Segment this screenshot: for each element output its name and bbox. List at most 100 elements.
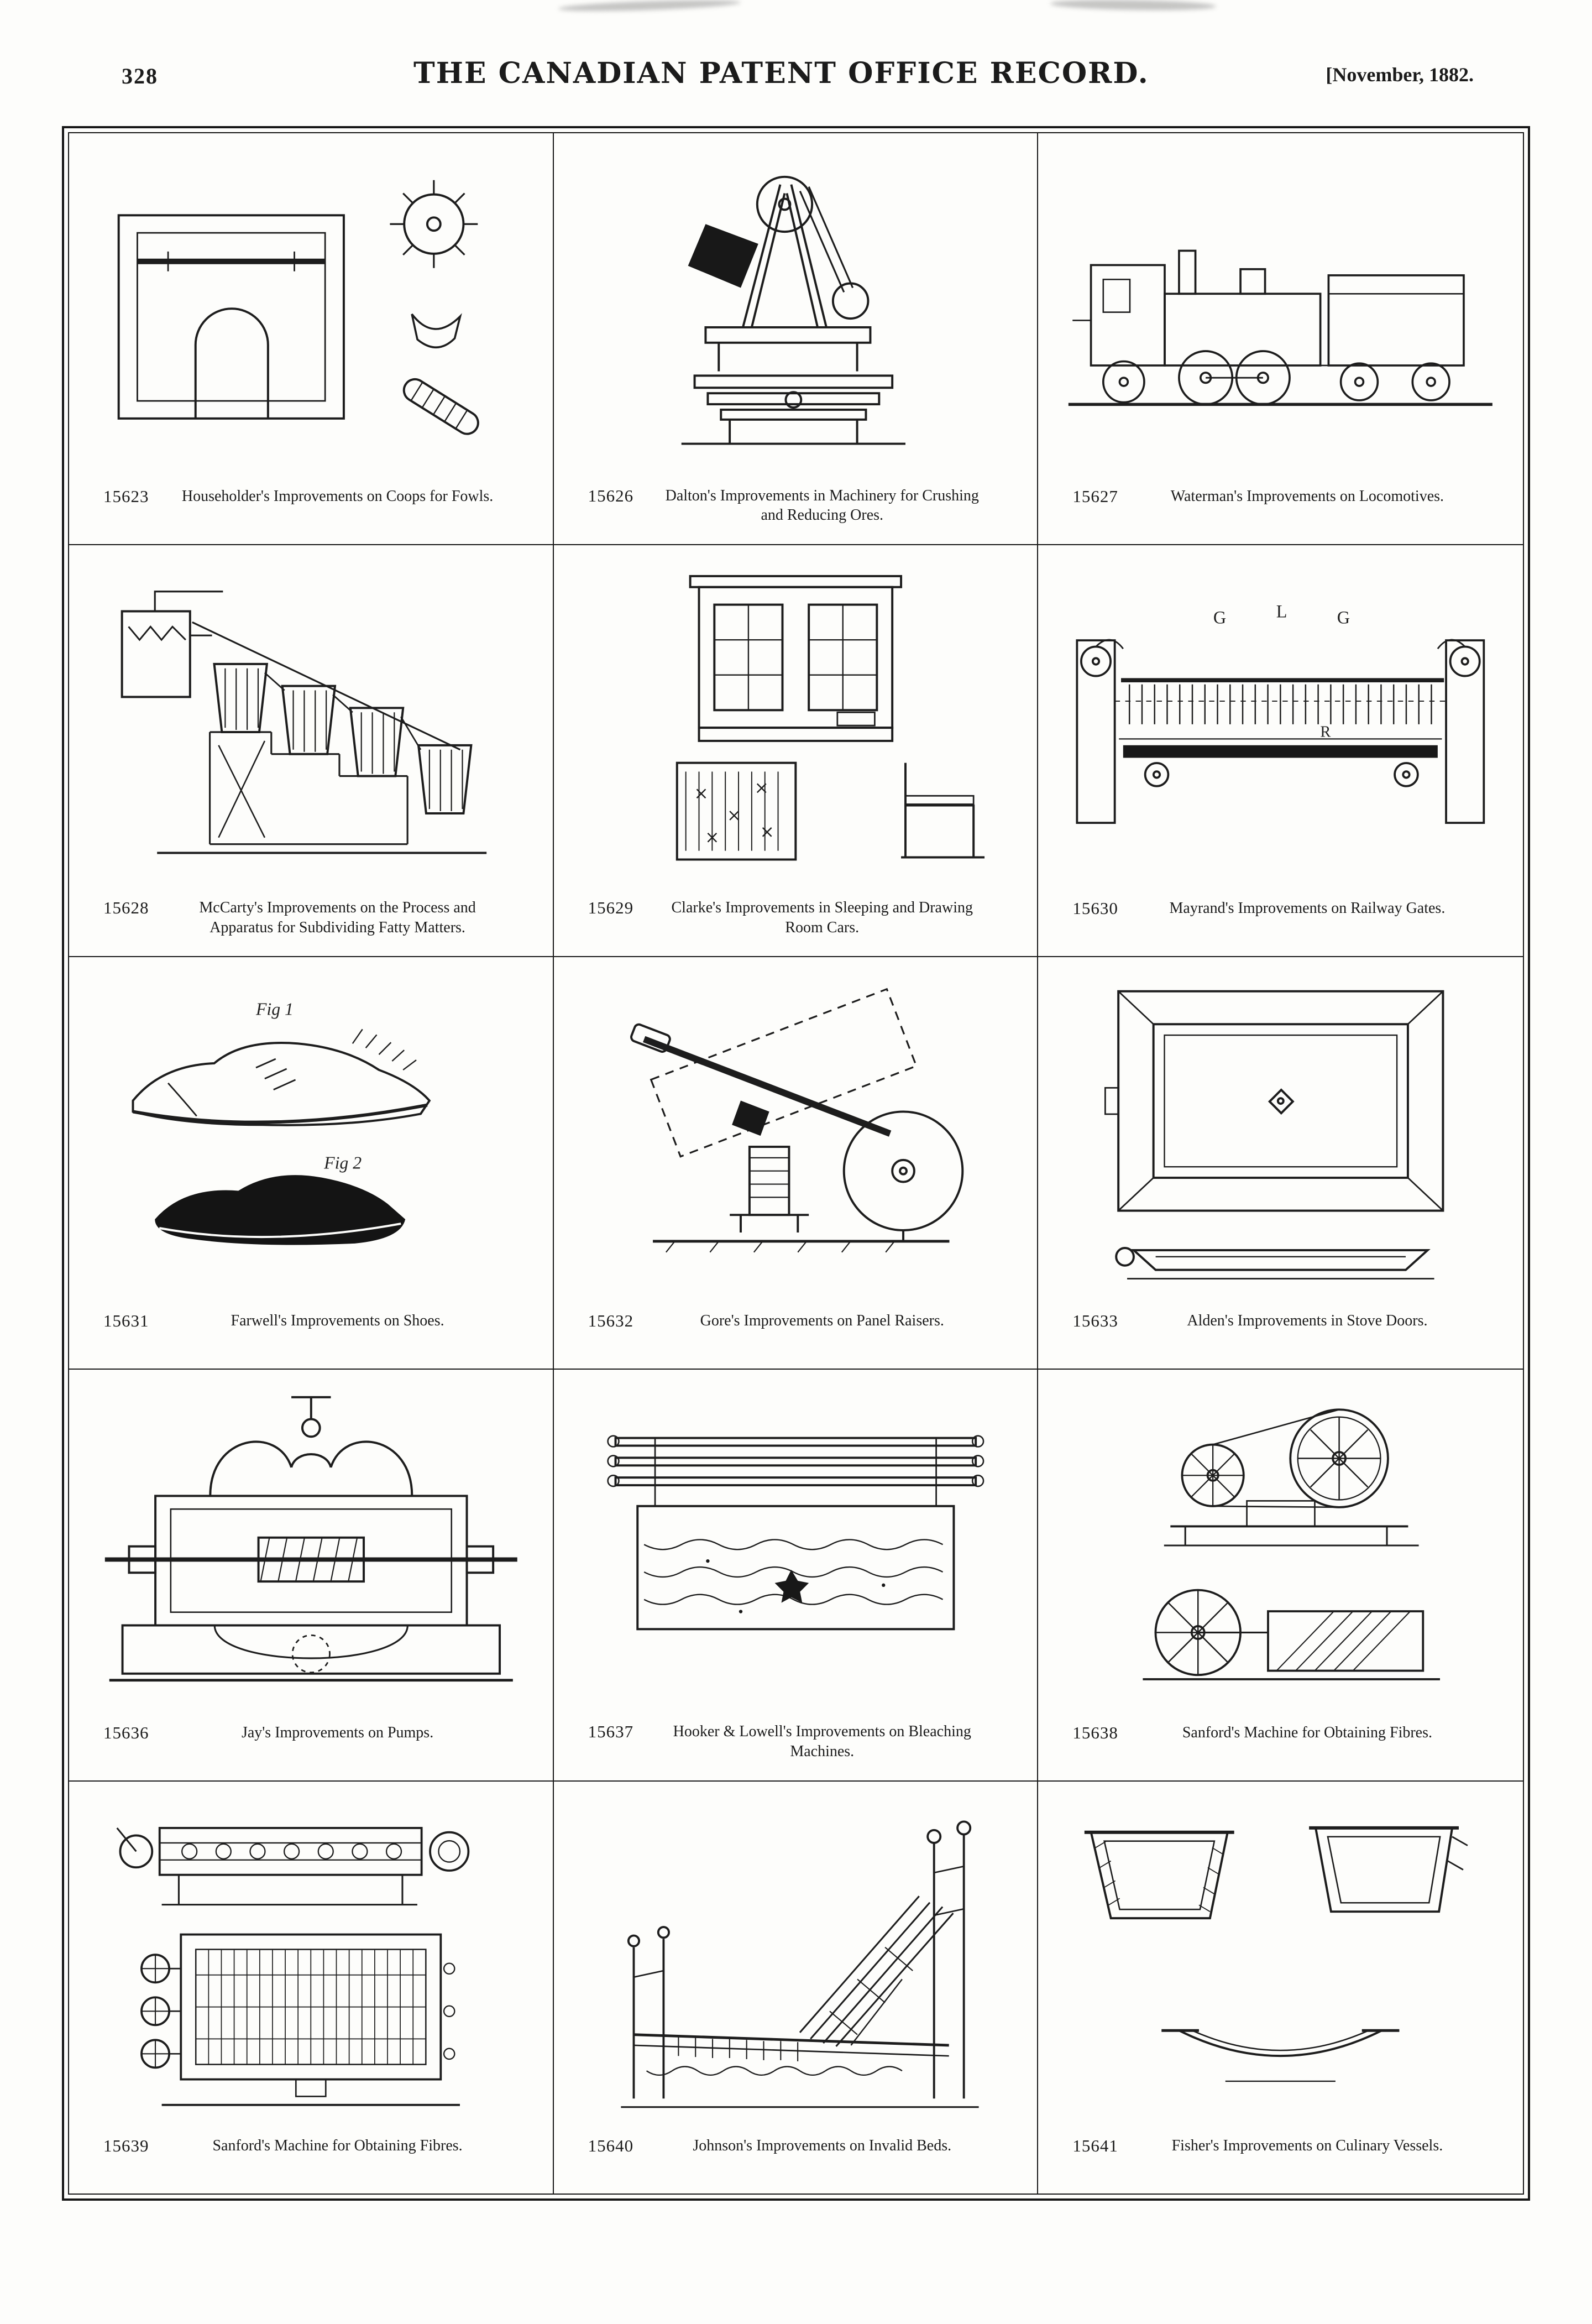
patent-figure <box>1038 957 1523 1306</box>
panel-raiser-illustration <box>630 988 963 1253</box>
patent-number: 15633 <box>1072 1310 1118 1330</box>
figure-label: L <box>1276 602 1287 622</box>
patent-figure <box>69 1782 553 2132</box>
patent-caption: 15633 Alden's Improvements in Stove Door… <box>1038 1307 1523 1369</box>
patent-title: Gore's Improvements on Panel Raisers. <box>700 1312 944 1329</box>
patent-cell: 15632 Gore's Improvements on Panel Raise… <box>553 957 1039 1370</box>
patent-cell: 15623 Householder's Improvements on Coop… <box>69 133 554 546</box>
patent-number: 15626 <box>588 485 634 505</box>
patent-figure <box>554 957 1038 1306</box>
patent-figure <box>554 1370 1038 1718</box>
patent-figure <box>554 545 1038 894</box>
patent-cell: 15638 Sanford's Machine for Obtaining Fi… <box>1038 1370 1523 1782</box>
figure-label: G <box>1213 608 1226 628</box>
patent-caption: 15637 Hooker & Lowell's Improvements on … <box>554 1717 1038 1780</box>
patent-title: Fisher's Improvements on Culinary Vessel… <box>1171 2137 1443 2154</box>
patent-number: 15632 <box>588 1310 634 1330</box>
patent-number: 15640 <box>588 2136 634 2155</box>
patent-caption: 15641 Fisher's Improvements on Culinary … <box>1038 2132 1523 2194</box>
patent-title: Hooker & Lowell's Improvements on Bleach… <box>673 1723 971 1760</box>
patent-caption: 15628 McCarty's Improvements on the Proc… <box>69 894 553 957</box>
figure-label: Fig 1 <box>255 999 294 1019</box>
patent-title: Johnson's Improvements on Invalid Beds. <box>693 2137 952 2154</box>
patent-figure <box>69 133 553 482</box>
patent-caption: 15630 Mayrand's Improvements on Railway … <box>1038 894 1523 956</box>
patent-caption: 15639 Sanford's Machine for Obtaining Fi… <box>69 2132 553 2194</box>
figure-label: Fig 2 <box>323 1153 362 1173</box>
patent-figure <box>554 1782 1038 2132</box>
stove-door-illustration <box>1104 990 1444 1280</box>
patent-cell: 15629 Clarke's Improvements in Sleeping … <box>553 545 1039 958</box>
patent-cell: 15639 Sanford's Machine for Obtaining Fi… <box>69 1781 554 2194</box>
patent-title: McCarty's Improvements on the Process an… <box>199 899 476 936</box>
shoes-illustration: Fig 1 Fig 2 <box>132 999 431 1245</box>
bleaching-machine-illustration <box>606 1435 984 1631</box>
patent-cell: 15633 Alden's Improvements in Stove Door… <box>1038 957 1523 1370</box>
patent-number: 15627 <box>1072 487 1118 506</box>
culinary-vessels-illustration <box>1085 1826 1468 2082</box>
patent-title: Mayrand's Improvements on Railway Gates. <box>1169 900 1446 917</box>
patent-caption: 15640 Johnson's Improvements on Invalid … <box>554 2132 1038 2194</box>
sleeping-car-illustration <box>675 575 984 861</box>
ore-crushing-machine-illustration <box>681 175 905 445</box>
patent-number: 15623 <box>103 487 149 506</box>
patent-number: 15631 <box>103 1310 149 1330</box>
patent-title: Alden's Improvements in Stove Doors. <box>1187 1312 1428 1329</box>
fat-subdividing-apparatus-illustration <box>121 591 487 854</box>
patent-title: Dalton's Improvements in Machinery for C… <box>665 487 979 524</box>
patent-number: 15638 <box>1072 1722 1118 1742</box>
figure-label: R <box>1321 724 1331 741</box>
patent-title: Waterman's Improvements on Locomotives. <box>1170 488 1444 505</box>
patent-figure: Fig 1 Fig 2 <box>69 957 553 1306</box>
patent-cell: 15641 Fisher's Improvements on Culinary … <box>1038 1782 1523 2194</box>
patent-figure <box>1038 133 1523 482</box>
patent-caption: 15632 Gore's Improvements on Panel Raise… <box>554 1307 1038 1369</box>
patent-cell: 15637 Hooker & Lowell's Improvements on … <box>553 1369 1039 1782</box>
pump-illustration <box>104 1396 517 1681</box>
patent-caption: 15631 Farwell's Improvements on Shoes. <box>69 1307 553 1369</box>
patent-figure: G L G R <box>1038 545 1523 894</box>
patent-cell: 15628 McCarty's Improvements on the Proc… <box>69 545 554 958</box>
patent-cell: Fig 1 Fig 2 15631 Farwell's Improvements… <box>69 957 554 1370</box>
invalid-bed-illustration <box>621 1820 979 2108</box>
patent-title: Sanford's Machine for Obtaining Fibres. <box>1182 1724 1432 1741</box>
page-number: 328 <box>122 64 158 88</box>
patent-figure <box>69 1370 553 1719</box>
patent-caption: 15638 Sanford's Machine for Obtaining Fi… <box>1038 1719 1523 1780</box>
scan-smudge <box>558 0 741 13</box>
patent-figure <box>1038 1370 1523 1719</box>
journal-title: THE CANADIAN PATENT OFFICE RECORD. <box>413 56 1149 90</box>
page-header: 328 THE CANADIAN PATENT OFFICE RECORD. [… <box>0 53 1592 97</box>
patent-number: 15641 <box>1072 2136 1118 2155</box>
railway-gate-illustration: G L G R <box>1076 602 1485 824</box>
patent-caption: 15627 Waterman's Improvements on Locomot… <box>1038 482 1523 544</box>
patent-number: 15629 <box>588 897 634 917</box>
patent-plate-border: 15623 Householder's Improvements on Coop… <box>62 126 1530 2201</box>
patent-title: Jay's Improvements on Pumps. <box>241 1724 434 1741</box>
scan-smudge <box>1050 0 1217 12</box>
patent-cell: 15636 Jay's Improvements on Pumps. <box>69 1369 554 1782</box>
patent-cell: G L G R 15630 Mayrand's Improvements on … <box>1038 545 1523 958</box>
patent-cell: 15627 Waterman's Improvements on Locomot… <box>1038 133 1523 546</box>
patent-title: Clarke's Improvements in Sleeping and Dr… <box>671 899 973 936</box>
patent-cell: 15640 Johnson's Improvements on Invalid … <box>554 1781 1039 2194</box>
patent-figure <box>1038 1782 1523 2132</box>
patent-number: 15636 <box>103 1722 149 1742</box>
patent-number: 15628 <box>103 897 149 917</box>
patent-title: Sanford's Machine for Obtaining Fibres. <box>212 2137 463 2154</box>
patent-caption: 15626 Dalton's Improvements in Machinery… <box>554 482 1038 545</box>
patent-figure <box>69 545 553 894</box>
patent-caption: 15623 Householder's Improvements on Coop… <box>69 482 553 544</box>
issue-date: [November, 1882. <box>1326 64 1474 86</box>
locomotive-illustration <box>1069 249 1493 406</box>
patent-title: Farwell's Improvements on Shoes. <box>231 1312 444 1329</box>
patent-number: 15630 <box>1072 899 1118 918</box>
patent-caption: 15629 Clarke's Improvements in Sleeping … <box>554 894 1038 957</box>
fibre-machine-plan-illustration <box>116 1826 470 2106</box>
patent-title: Householder's Improvements on Coops for … <box>181 488 494 505</box>
patent-caption: 15636 Jay's Improvements on Pumps. <box>69 1719 553 1780</box>
patent-number: 15639 <box>103 2136 149 2155</box>
patent-grid: 15623 Householder's Improvements on Coop… <box>68 132 1524 2195</box>
figure-label: G <box>1337 608 1350 628</box>
